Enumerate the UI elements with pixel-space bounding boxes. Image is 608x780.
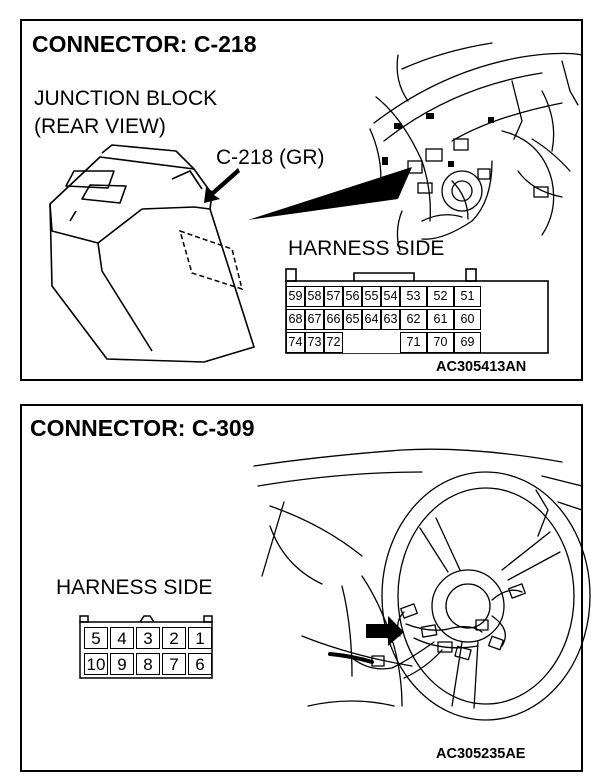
pin-cell: 70: [427, 332, 454, 353]
pin-cell: 2: [162, 627, 186, 649]
component-label-line2: (REAR VIEW): [34, 115, 166, 138]
pin-cell: 62: [400, 309, 427, 330]
pin-cell: 56: [343, 286, 362, 307]
pin-cell: 55: [362, 286, 381, 307]
pin-cell: 71: [400, 332, 427, 353]
component-label-line1: JUNCTION BLOCK: [34, 87, 218, 110]
pin-cell: 65: [343, 309, 362, 330]
connector-callout-label: C-218 (GR): [216, 146, 325, 169]
pin-cell: 64: [362, 309, 381, 330]
pin-cell: [343, 332, 362, 353]
pin-cell: 67: [305, 309, 324, 330]
connector-c218-panel: CONNECTOR: C-218 JUNCTION BLOCK (REAR VI…: [20, 19, 583, 381]
pin-cell: 3: [136, 627, 160, 649]
pin-cell: 9: [110, 653, 134, 675]
pin-cell: 66: [324, 309, 343, 330]
pin-cell: 74: [286, 332, 305, 353]
harness-side-label: HARNESS SIDE: [288, 237, 445, 260]
pin-cell: 52: [427, 286, 454, 307]
pin-cell: 6: [188, 653, 212, 675]
pin-cell: 69: [454, 332, 481, 353]
pin-cell: 4: [110, 627, 134, 649]
pin-cell: 68: [286, 309, 305, 330]
pin-cell: 53: [400, 286, 427, 307]
pin-cell: 10: [84, 653, 108, 675]
pin-cell: [362, 332, 381, 353]
pin-cell: 61: [427, 309, 454, 330]
pin-cell: 58: [305, 286, 324, 307]
pin-cell: 54: [381, 286, 400, 307]
pin-cell: 57: [324, 286, 343, 307]
harness-side-label: HARNESS SIDE: [56, 576, 213, 599]
pin-cell: [381, 332, 400, 353]
pin-cell: 60: [454, 309, 481, 330]
figure-code: AC305235AE: [436, 746, 526, 762]
connector-title: CONNECTOR: C-309: [30, 415, 255, 441]
pin-cell: 72: [324, 332, 343, 353]
steering-column-illustration: [79, 448, 591, 721]
pin-cell: 63: [381, 309, 400, 330]
pin-cell: 7: [162, 653, 186, 675]
figure-code: AC305413AN: [436, 359, 527, 375]
pin-cell: 5: [84, 627, 108, 649]
pin-cell: 8: [136, 653, 160, 675]
pin-cell: 59: [286, 286, 305, 307]
junction-block-illustration: [49, 42, 583, 363]
pin-cell: 1: [188, 627, 212, 649]
connector-title: CONNECTOR: C-218: [32, 31, 257, 57]
pin-cell: 73: [305, 332, 324, 353]
pin-cell: 51: [454, 286, 481, 307]
